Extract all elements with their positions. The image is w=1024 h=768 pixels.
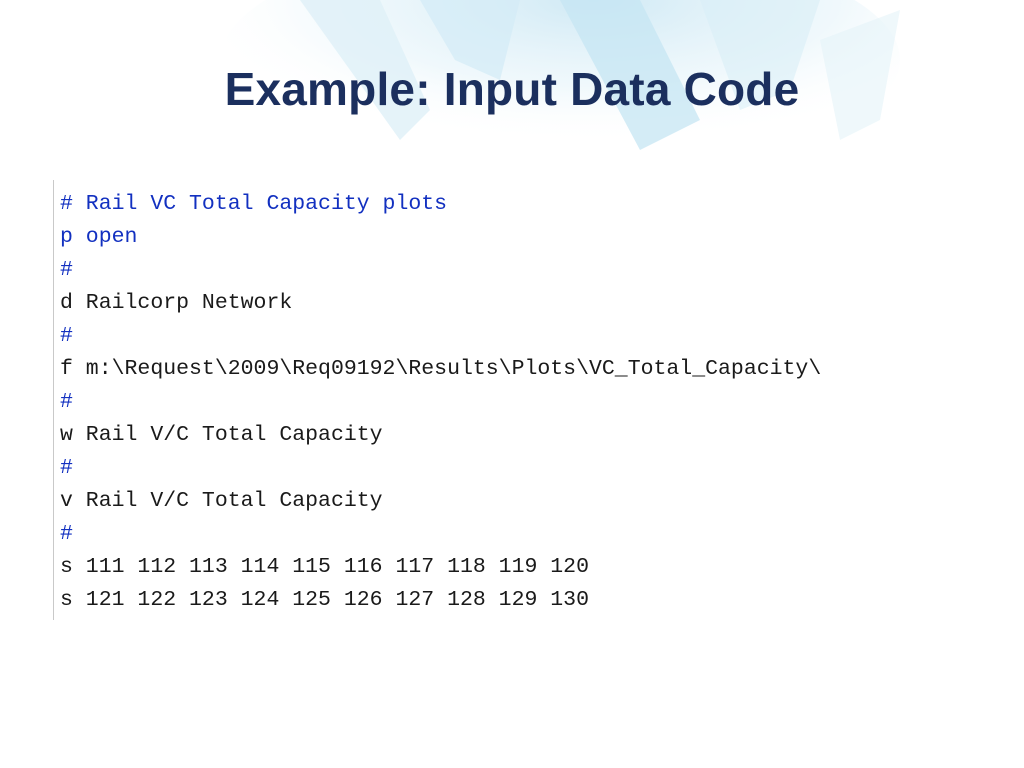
code-line-prefix: v xyxy=(60,489,73,513)
code-line-prefix: s xyxy=(60,555,73,579)
code-line-prefix: # xyxy=(60,522,73,546)
code-line: v Rail V/C Total Capacity xyxy=(60,485,383,518)
code-line: p open xyxy=(60,221,137,254)
slide-title: Example: Input Data Code xyxy=(224,63,800,115)
code-line-text: Rail VC Total Capacity plots xyxy=(72,192,448,216)
code-line: # xyxy=(60,386,73,419)
code-line-text: 121 122 123 124 125 126 127 128 129 130 xyxy=(72,588,589,612)
code-line: # xyxy=(60,518,73,551)
code-line: f m:\Request\2009\Req09192\Results\Plots… xyxy=(60,353,821,386)
code-line-text: 111 112 113 114 115 116 117 118 119 120 xyxy=(72,555,589,579)
code-line: d Railcorp Network xyxy=(60,287,292,320)
code-line: # Rail VC Total Capacity plots xyxy=(60,188,447,221)
code-line-prefix: # xyxy=(60,192,73,216)
code-line-prefix: d xyxy=(60,291,73,315)
code-line-prefix: p xyxy=(60,225,73,249)
code-line: # xyxy=(60,254,73,287)
code-line-prefix: # xyxy=(60,456,73,480)
code-line-text: m:\Request\2009\Req09192\Results\Plots\V… xyxy=(72,357,822,381)
code-line: # xyxy=(60,452,73,485)
code-line-text: open xyxy=(72,225,138,249)
code-line-prefix: # xyxy=(60,390,73,414)
code-line: s 111 112 113 114 115 116 117 118 119 12… xyxy=(60,551,589,584)
background-decoration xyxy=(220,0,900,180)
code-line: w Rail V/C Total Capacity xyxy=(60,419,383,452)
code-line-text: Rail V/C Total Capacity xyxy=(72,423,383,447)
code-line-prefix: w xyxy=(60,423,73,447)
code-line: s 121 122 123 124 125 126 127 128 129 13… xyxy=(60,584,589,617)
code-line: # xyxy=(60,320,73,353)
code-line-prefix: f xyxy=(60,357,73,381)
code-line-text: Railcorp Network xyxy=(72,291,293,315)
code-line-prefix: # xyxy=(60,324,73,348)
code-line-text: Rail V/C Total Capacity xyxy=(72,489,383,513)
code-line-prefix: # xyxy=(60,258,73,282)
code-line-prefix: s xyxy=(60,588,73,612)
